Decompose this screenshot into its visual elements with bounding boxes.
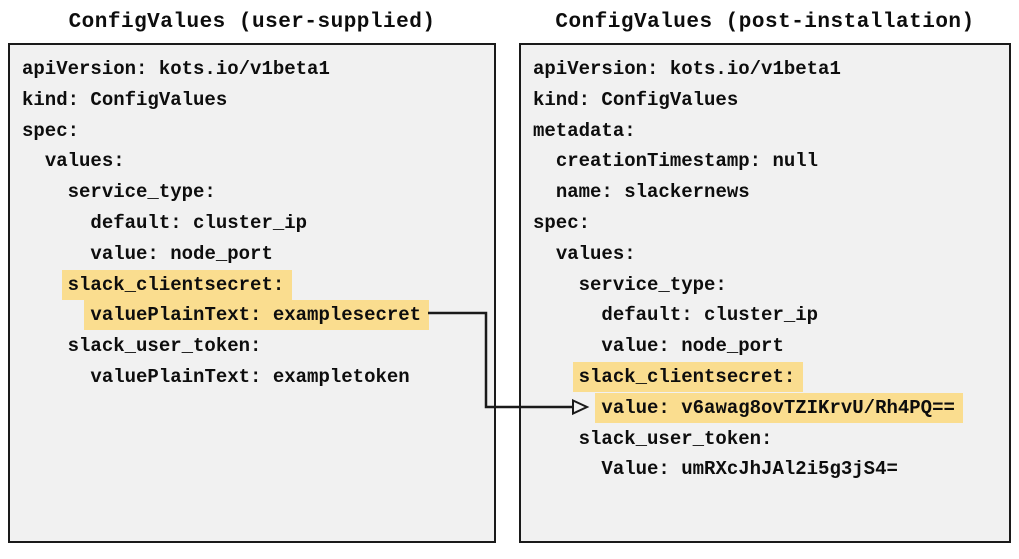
code-line: apiVersion: kots.io/v1beta1 bbox=[533, 54, 1009, 85]
code-text: apiVersion: kots.io/v1beta1 bbox=[533, 58, 841, 80]
code-line: slack_clientsecret: bbox=[533, 361, 1009, 393]
code-indent bbox=[533, 181, 556, 203]
code-indent bbox=[22, 335, 68, 357]
code-indent bbox=[22, 243, 90, 265]
code-text: values: bbox=[44, 150, 125, 173]
code-text: slack_user_token: bbox=[67, 335, 262, 358]
code-indent bbox=[533, 458, 601, 480]
code-text: service_type: bbox=[578, 273, 727, 296]
panel-title-post-installation: ConfigValues (post-installation) bbox=[555, 11, 975, 34]
code-indent bbox=[22, 304, 90, 326]
code-text: value: node_port bbox=[601, 335, 784, 358]
code-line: default: cluster_ip bbox=[22, 208, 494, 239]
code-text: spec: bbox=[22, 119, 80, 142]
code-line: creationTimestamp: null bbox=[533, 146, 1009, 177]
code-indent bbox=[533, 304, 601, 326]
code-line: Value: umRXcJhJAl2i5g3jS4= bbox=[533, 454, 1009, 485]
code-indent bbox=[22, 212, 90, 234]
code-line: valuePlainText: exampletoken bbox=[22, 362, 494, 393]
code-line: values: bbox=[22, 146, 494, 177]
code-indent bbox=[533, 428, 579, 450]
code-indent bbox=[533, 274, 579, 296]
code-line: spec: bbox=[22, 116, 494, 147]
code-line: kind: ConfigValues bbox=[533, 85, 1009, 116]
code-box-user-supplied: apiVersion: kots.io/v1beta1 kind: ConfigV… bbox=[8, 43, 496, 543]
code-indent bbox=[533, 335, 601, 357]
code-line: service_type: bbox=[22, 177, 494, 208]
code-indent bbox=[22, 274, 68, 296]
code-line: slack_user_token: bbox=[22, 331, 494, 362]
code-text: service_type: bbox=[67, 181, 216, 204]
code-line: spec: bbox=[533, 208, 1009, 239]
panel-title-user-supplied: ConfigValues (user-supplied) bbox=[68, 11, 436, 34]
code-indent bbox=[533, 243, 556, 265]
code-line: value: node_port bbox=[22, 239, 494, 270]
code-line: default: cluster_ip bbox=[533, 300, 1009, 331]
code-text-highlighted: slack_clientsecret: bbox=[61, 269, 293, 300]
code-line: slack_clientsecret: bbox=[22, 269, 494, 301]
code-line: name: slackernews bbox=[533, 177, 1009, 208]
code-indent bbox=[533, 397, 601, 419]
code-box-post-installation: apiVersion: kots.io/v1beta1 kind: ConfigV… bbox=[519, 43, 1011, 543]
code-line: service_type: bbox=[533, 270, 1009, 301]
code-indent bbox=[22, 366, 90, 388]
code-indent bbox=[533, 366, 579, 388]
code-text-highlighted: slack_clientsecret: bbox=[572, 361, 804, 392]
code-line: value: node_port bbox=[533, 331, 1009, 362]
code-text: name: slackernews bbox=[555, 181, 750, 204]
code-text: value: node_port bbox=[90, 242, 273, 265]
code-text: valuePlainText: exampletoken bbox=[90, 365, 410, 388]
code-text: default: cluster_ip bbox=[601, 304, 819, 327]
code-indent bbox=[22, 181, 68, 203]
code-indent bbox=[22, 150, 45, 172]
code-text: kind: ConfigValues bbox=[22, 88, 228, 111]
code-text: creationTimestamp: null bbox=[555, 150, 819, 173]
code-indent bbox=[533, 150, 556, 172]
code-text-highlighted: valuePlainText: examplesecret bbox=[84, 300, 430, 331]
code-text: apiVersion: kots.io/v1beta1 bbox=[22, 58, 330, 80]
code-text: kind: ConfigValues bbox=[533, 88, 739, 111]
code-text: values: bbox=[555, 242, 636, 265]
code-text-highlighted: value: v6awag8ovTZIKrvU/Rh4PQ== bbox=[595, 392, 963, 423]
code-text: slack_user_token: bbox=[578, 427, 773, 450]
code-line: apiVersion: kots.io/v1beta1 bbox=[22, 54, 494, 85]
code-text: spec: bbox=[533, 211, 591, 234]
code-line: slack_user_token: bbox=[533, 424, 1009, 455]
code-text: Value: umRXcJhJAl2i5g3jS4= bbox=[601, 458, 898, 481]
code-line: value: v6awag8ovTZIKrvU/Rh4PQ== bbox=[533, 392, 1009, 424]
code-text: metadata: bbox=[533, 119, 636, 142]
code-line: values: bbox=[533, 239, 1009, 270]
code-text: default: cluster_ip bbox=[90, 211, 308, 234]
code-line: metadata: bbox=[533, 116, 1009, 147]
code-line: kind: ConfigValues bbox=[22, 85, 494, 116]
code-line: valuePlainText: examplesecret bbox=[22, 300, 494, 331]
